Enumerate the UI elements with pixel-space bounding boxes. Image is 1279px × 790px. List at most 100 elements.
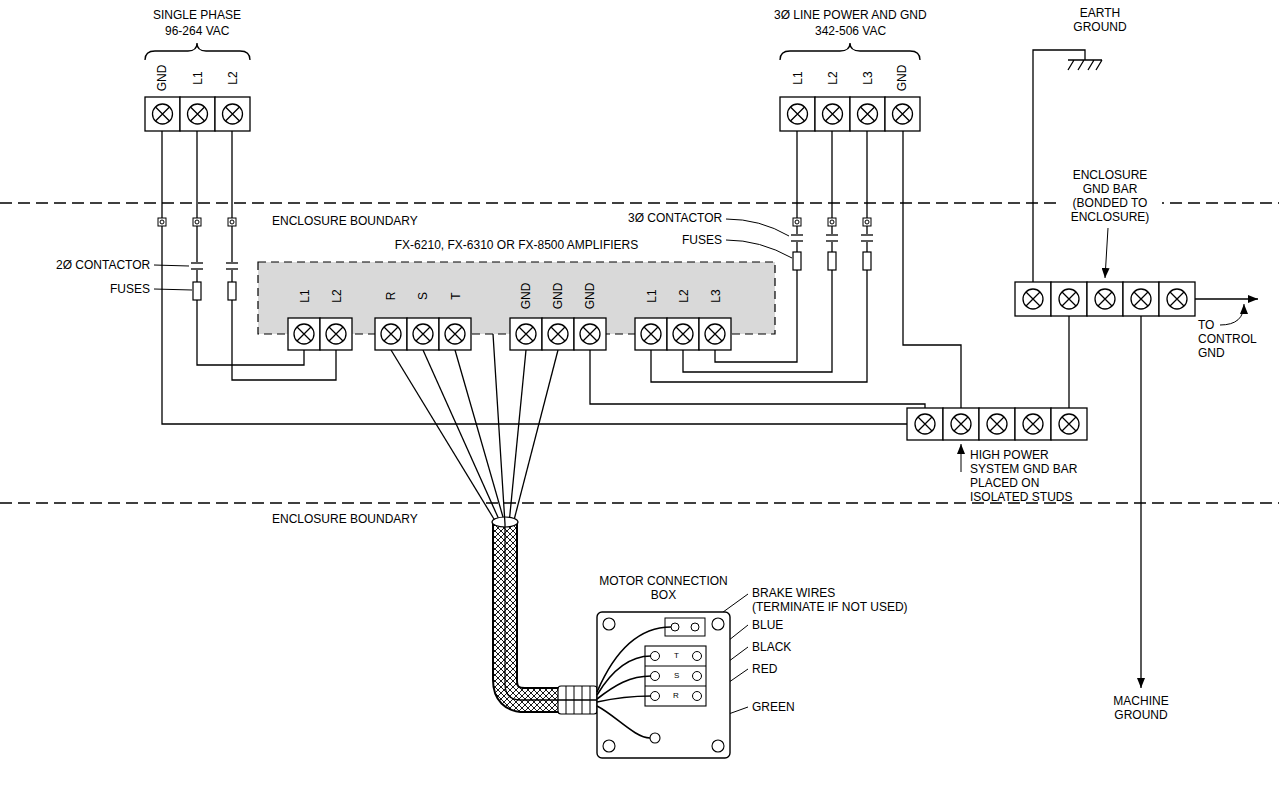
terminal-cross (1026, 292, 1040, 306)
callout-label: HIGH POWER SYSTEM GND BAR PLACED ON ISOL… (970, 448, 1088, 504)
supply-voltage: 96-264 VAC (165, 24, 229, 38)
motor-cable (505, 522, 562, 700)
part-label: FUSES (110, 282, 150, 296)
bracket (145, 43, 250, 60)
terminal-screw (413, 324, 433, 344)
supply-heading: SINGLE PHASE (153, 8, 241, 22)
wire (651, 131, 867, 382)
wire (391, 350, 497, 524)
terminal-post (230, 220, 234, 224)
supply-heading: 3Ø LINE POWER AND GND (774, 8, 927, 22)
motor-connection-box (597, 612, 730, 758)
terminal-screw (673, 324, 693, 344)
motor-connection-box (712, 740, 724, 752)
terminal-block (145, 97, 1195, 440)
terminal-screw (223, 104, 243, 124)
terminal-name: L1 (191, 71, 205, 84)
motor-connection-box (603, 618, 615, 630)
callout-label: ENCLOSURE GND BAR (BONDED TO ENCLOSURE) (1058, 168, 1162, 224)
terminal-name: R (384, 292, 398, 301)
terminal-cell (979, 408, 1015, 440)
terminal-name: GND (551, 283, 565, 310)
terminal-cross (918, 417, 932, 431)
bracket (145, 43, 920, 60)
part-label: 2Ø CONTACTOR (56, 258, 150, 272)
motor-connection-box (651, 652, 660, 661)
terminal-cross (191, 107, 205, 121)
terminal-cross (226, 107, 240, 121)
motor-connection-box (603, 740, 615, 752)
terminal-post (195, 220, 199, 224)
terminal-screw (893, 104, 913, 124)
terminal-screw (705, 324, 725, 344)
terminal-cell (145, 97, 180, 131)
motor-cable (492, 517, 597, 714)
contactor-symbol (191, 262, 203, 263)
terminal-screw (445, 324, 465, 344)
terminal-cell (1051, 282, 1087, 316)
wire (590, 350, 925, 408)
boundary-label: ENCLOSURE BOUNDARY (272, 512, 418, 526)
terminal-post (830, 220, 834, 224)
fuse-symbol (828, 252, 836, 270)
wire (903, 131, 961, 408)
terminal-cross (826, 107, 840, 121)
terminal-screw (1023, 289, 1043, 309)
ground-label: EARTH GROUND (1065, 6, 1135, 34)
leader-line (154, 219, 1244, 738)
terminal-cell (907, 408, 943, 440)
contactor-symbol (790, 234, 804, 242)
wire-color: RED (752, 662, 777, 676)
terminal-cross (519, 327, 533, 341)
contactor-symbol (791, 240, 803, 241)
terminal-screw (1167, 289, 1187, 309)
supply-voltage: 342-506 VAC (815, 24, 886, 38)
terminal-cross (1134, 292, 1148, 306)
terminal-cell (510, 318, 542, 350)
motor-cable (505, 522, 562, 700)
contactor-symbol (861, 234, 873, 235)
callout-label: TO CONTROL GND (1198, 318, 1260, 360)
wire (162, 131, 907, 424)
terminal-screw (326, 324, 346, 344)
terminal-cross (1026, 417, 1040, 431)
terminal-cell (180, 97, 215, 131)
terminal-name: L3 (709, 289, 723, 302)
terminal-cell (1051, 408, 1087, 440)
terminal-post (863, 218, 871, 226)
fuse-symbol (193, 282, 201, 300)
contactor-symbol (826, 240, 838, 241)
contactor-symbol (791, 234, 803, 235)
terminal-cell (1123, 282, 1159, 316)
terminal-name: S (416, 292, 430, 300)
terminal-screw (858, 104, 878, 124)
enclosure-boundary (0, 203, 1279, 503)
terminal-screw (188, 104, 208, 124)
motor-connection-box (597, 656, 651, 695)
terminal-post (793, 218, 801, 226)
terminal-cell (635, 318, 667, 350)
terminal-post (828, 218, 836, 226)
callout-label: BRAKE WIRES (TERMINATE IF NOT USED) (752, 586, 910, 614)
terminal-name: L1 (645, 289, 659, 302)
motor-connection-box (597, 696, 651, 702)
terminal-cell (288, 318, 320, 350)
fuse-symbol (863, 252, 871, 270)
terminal-name: GND (895, 65, 909, 92)
contactor-symbol (826, 234, 838, 235)
motor-connection-box (597, 612, 730, 758)
terminal-cross (990, 417, 1004, 431)
terminal-screw (516, 324, 536, 344)
terminal-name: R (673, 691, 679, 701)
contactor-symbol (191, 268, 203, 269)
bracket (780, 43, 920, 60)
leader-line (726, 240, 792, 258)
motor-connection-box (671, 623, 679, 631)
terminal-name: L2 (330, 289, 344, 302)
leader-line (961, 444, 962, 472)
terminal-cross (1062, 292, 1076, 306)
terminal-cross (896, 107, 910, 121)
ground-label: MACHINE GROUND (1096, 694, 1186, 722)
